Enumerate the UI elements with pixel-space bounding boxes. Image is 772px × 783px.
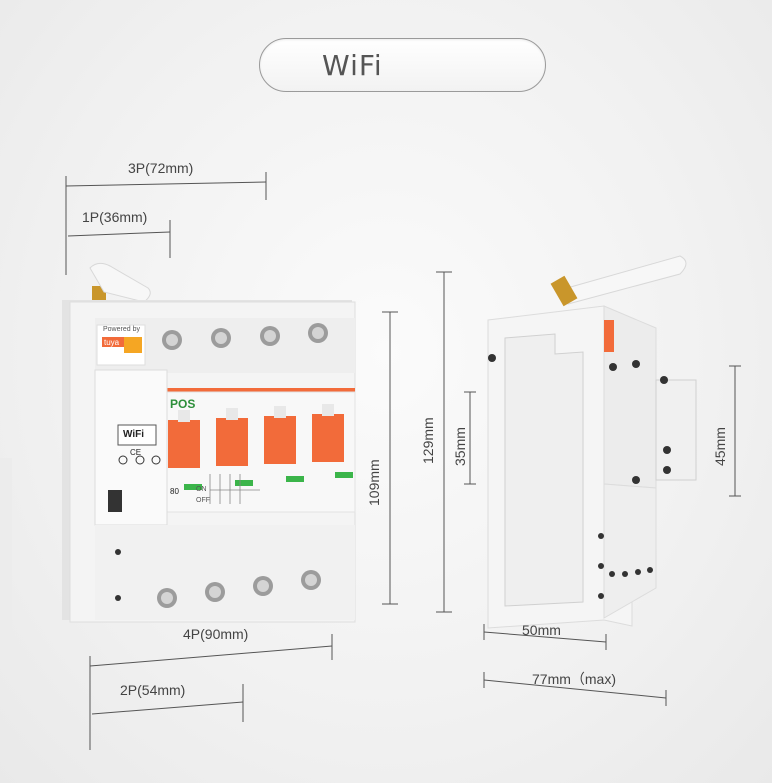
tuya-logo [102, 337, 124, 347]
wifi-mark-text: WiFi [123, 429, 145, 440]
module-terminal [108, 490, 122, 512]
dimension-lines [65, 172, 741, 750]
dim-3p: 3P(72mm) [128, 160, 194, 176]
wifi-mark-box [117, 424, 157, 446]
tuya-badge [124, 337, 142, 353]
dim-2p: 2P(54mm) [120, 682, 186, 698]
side-module [655, 379, 697, 481]
brand-text: POS [170, 397, 196, 411]
on-text: ON [196, 486, 207, 493]
rating-text: 80 [170, 487, 179, 496]
dim-50mm: 50mm [522, 622, 561, 638]
wifi-badge: WiFi [259, 38, 546, 92]
breaker-side-view [487, 255, 697, 629]
reset-dot [115, 549, 121, 555]
side-holes [488, 354, 671, 599]
wiring-schematic [209, 474, 260, 504]
dim-4p: 4P(90mm) [183, 626, 249, 642]
dim-45mm: 45mm [712, 427, 728, 466]
dim-109mm: 109mm [366, 459, 382, 506]
mode-icons [118, 455, 161, 465]
wifi-badge-label: WiFi [322, 49, 383, 82]
tuya-text: tuya [104, 338, 120, 347]
dim-35mm: 35mm [452, 427, 468, 466]
side-recess [504, 333, 584, 607]
breaker-front-view [62, 262, 356, 623]
side-antenna-connector [550, 275, 578, 307]
off-text: OFF [196, 497, 210, 504]
green-indicators [184, 472, 353, 490]
ce-mark: CE [130, 448, 142, 457]
dim-1p: 1P(36mm) [82, 209, 148, 225]
top-screws [162, 323, 328, 350]
side-orange-label [604, 320, 614, 352]
cropped-device-edge [0, 458, 12, 668]
orange-toggles [168, 404, 344, 468]
orange-stripe [150, 388, 355, 392]
side-lower-face [603, 483, 657, 619]
wifi-module [94, 369, 168, 526]
powered-by-text: Powered by [103, 326, 140, 333]
bottom-screws [157, 570, 321, 608]
dim-77mm: 77mm（max) [532, 671, 617, 687]
setting-dot [115, 595, 121, 601]
dim-129mm: 129mm [420, 417, 436, 464]
side-antenna [559, 255, 687, 305]
